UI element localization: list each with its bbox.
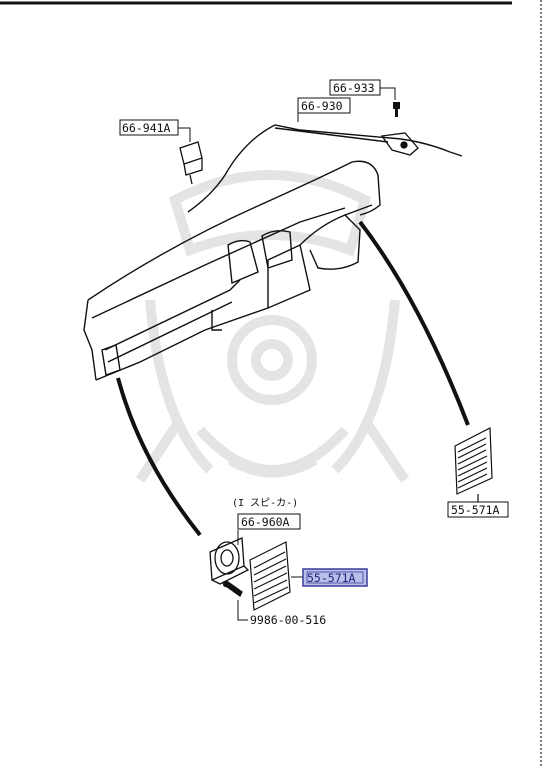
bolt-part-icon (393, 102, 400, 117)
label-55-571a-right[interactable]: 55-571A (447, 501, 509, 518)
screw-icon (222, 580, 243, 597)
part-number-66-960a: 66-960A (241, 515, 290, 529)
part-number-66-933: 66-933 (333, 81, 375, 95)
part-number-55-571a-right: 55-571A (451, 503, 500, 517)
vent-grille-lower (249, 541, 291, 611)
clip-part-icon (179, 141, 203, 185)
label-66-960a[interactable]: 66-960A (237, 513, 301, 530)
speaker-icon (209, 537, 250, 585)
duct-lines (116, 220, 470, 537)
label-66-930[interactable]: 66-930 (297, 97, 351, 114)
part-number-55-571a-highlight: 55-571A (307, 571, 356, 585)
antenna-cable (187, 124, 463, 213)
leader-lines (178, 87, 396, 142)
speaker-note: (I スピ-カ-) (232, 497, 298, 509)
label-66-941a[interactable]: 66-941A (119, 119, 179, 136)
watermark-emblem (135, 170, 410, 483)
part-number-66-941a: 66-941A (122, 121, 171, 135)
part-number-66-930: 66-930 (301, 99, 343, 113)
label-55-571a-highlight[interactable]: 55-571A (302, 568, 368, 587)
part-number-9986-00-516[interactable]: 9986-00-516 (250, 613, 326, 627)
antenna-bracket-icon (380, 132, 419, 156)
label-66-933[interactable]: 66-933 (329, 79, 381, 96)
dashboard-panel (83, 160, 381, 381)
vent-grille-right (454, 427, 493, 502)
